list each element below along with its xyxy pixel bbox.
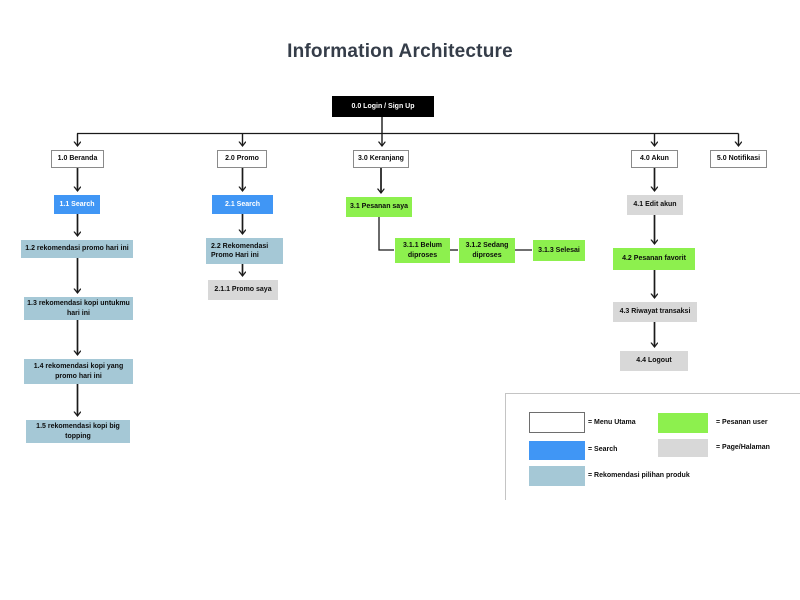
- legend-label-search: = Search: [588, 446, 618, 453]
- legend-label-page-halaman: = Page/Halaman: [716, 444, 770, 451]
- legend-swatch-page-halaman: [658, 439, 708, 457]
- legend-swatch-search: [529, 441, 585, 460]
- node-3-0-keranjang: 3.0 Keranjang: [353, 150, 409, 168]
- legend-label-menu-utama: = Menu Utama: [588, 419, 636, 426]
- legend-label-pesanan-user: = Pesanan user: [716, 419, 768, 426]
- node-2-2-rekomendasi-promo-hari-ini: 2.2 Rekomendasi Promo Hari ini: [206, 238, 283, 264]
- node-2-1-1-promo-saya: 2.1.1 Promo saya: [208, 280, 278, 300]
- legend-label-rekomendasi: = Rekomendasi pilihan produk: [588, 472, 690, 479]
- node-3-1-1-belum-diproses: 3.1.1 Belum diproses: [395, 238, 450, 263]
- node-3-1-2-sedang-diproses: 3.1.2 Sedang diproses: [459, 238, 515, 263]
- node-1-5-rekomendasi-kopi-big-topping: 1.5 rekomendasi kopi big topping: [26, 420, 130, 443]
- node-1-1-search: 1.1 Search: [54, 195, 100, 214]
- legend-swatch-pesanan-user: [658, 413, 708, 433]
- node-4-4-logout: 4.4 Logout: [620, 351, 688, 371]
- node-3-1-3-selesai: 3.1.3 Selesai: [533, 240, 585, 261]
- node-4-3-riwayat-transaksi: 4.3 Riwayat transaksi: [613, 302, 697, 322]
- node-2-0-promo: 2.0 Promo: [217, 150, 267, 168]
- node-4-0-akun: 4.0 Akun: [631, 150, 678, 168]
- legend-panel: [505, 393, 800, 500]
- legend-swatch-rekomendasi: [529, 466, 585, 486]
- node-1-0-beranda: 1.0 Beranda: [51, 150, 104, 168]
- node-1-4-rekomendasi-kopi-promo: 1.4 rekomendasi kopi yang promo hari ini: [24, 359, 133, 384]
- legend-swatch-menu-utama: [529, 412, 585, 433]
- node-1-3-rekomendasi-kopi-untukmu: 1.3 rekomendasi kopi untukmu hari ini: [24, 297, 133, 320]
- node-0-0-login-signup: 0.0 Login / Sign Up: [332, 96, 434, 117]
- node-3-1-pesanan-saya: 3.1 Pesanan saya: [346, 197, 412, 217]
- node-2-1-search: 2.1 Search: [212, 195, 273, 214]
- node-1-2-rekomendasi-promo: 1.2 rekomendasi promo hari ini: [21, 240, 133, 258]
- node-4-1-edit-akun: 4.1 Edit akun: [627, 195, 683, 215]
- node-4-2-pesanan-favorit: 4.2 Pesanan favorit: [613, 248, 695, 270]
- node-5-0-notifikasi: 5.0 Notifikasi: [710, 150, 767, 168]
- page-title: Information Architecture: [287, 41, 513, 62]
